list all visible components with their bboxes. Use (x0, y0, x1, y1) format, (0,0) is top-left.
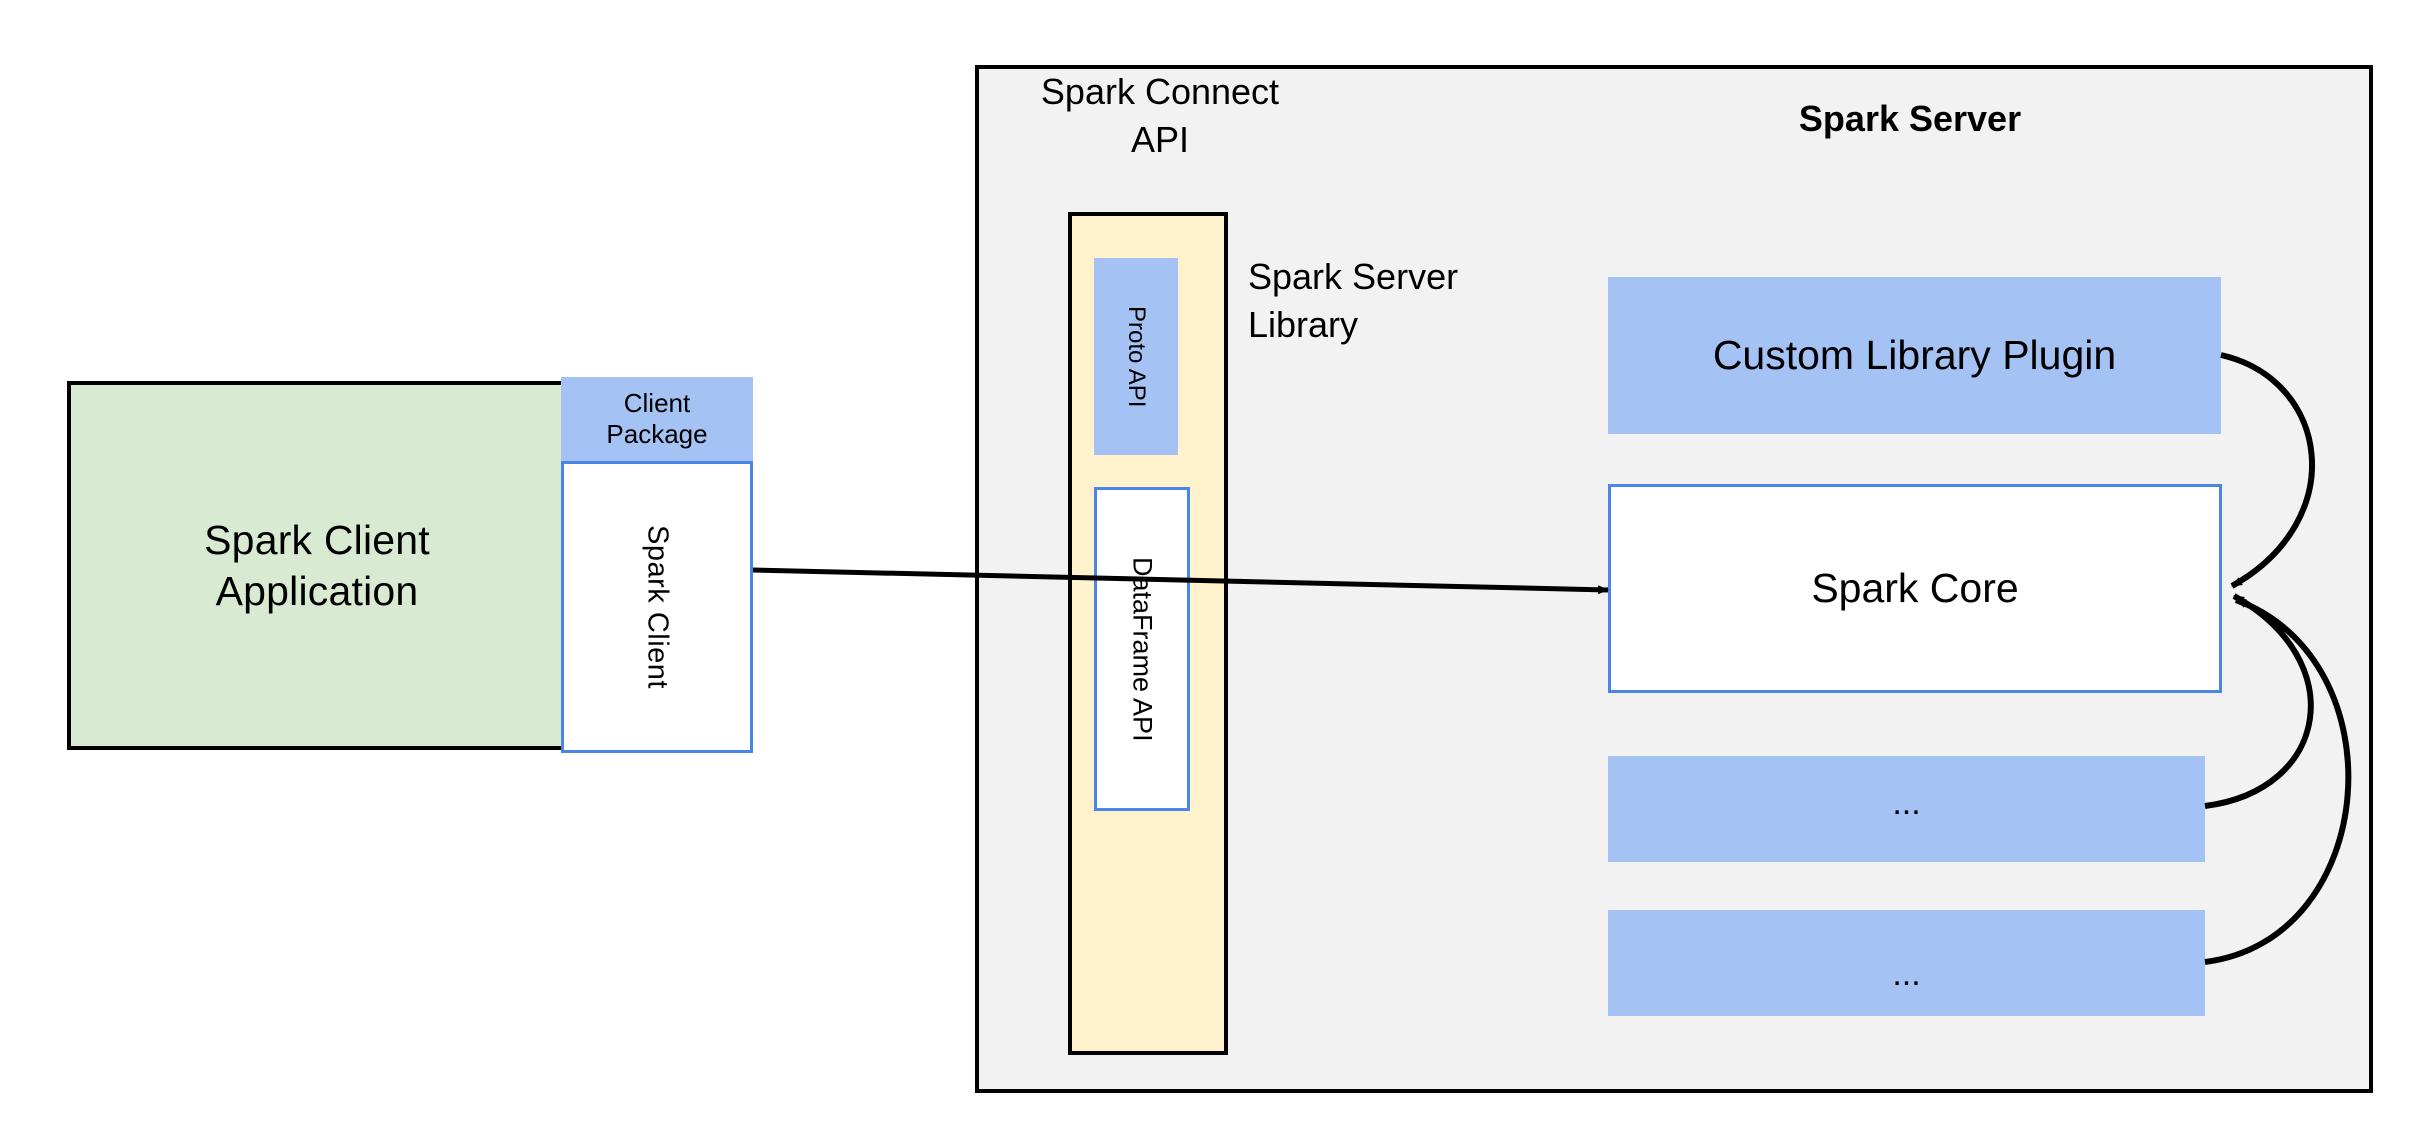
ellipsis-box-1[interactable]: ... (1608, 756, 2205, 862)
spark-client-application-label: Spark Client Application (204, 515, 430, 615)
spark-server-library-label: Spark Server Library (1248, 253, 1578, 349)
spark-core-label: Spark Core (1811, 565, 2019, 611)
dataframe-api-label: DataFrame API (1127, 556, 1158, 742)
client-package-label-line1: Client (623, 387, 691, 418)
custom-library-plugin-label: Custom Library Plugin (1712, 332, 2117, 378)
spark-client-application-box[interactable]: Spark Client Application (67, 381, 567, 750)
ellipsis-box-2-label: ... (1892, 955, 1921, 993)
proto-api-box[interactable]: Proto API (1094, 258, 1178, 455)
spark-server-library-label-line1: Spark Server (1248, 256, 1459, 297)
spark-client-application-label-line2: Application (215, 567, 419, 614)
ellipsis-box-1-label: ... (1892, 784, 1921, 822)
client-package-label: Client Package (606, 388, 707, 450)
dataframe-api-box[interactable]: DataFrame API (1094, 487, 1190, 811)
spark-connect-api-label-line2: API (1130, 118, 1190, 160)
spark-client-application-label-line1: Spark Client (204, 517, 430, 564)
spark-client-label: Spark Client (641, 525, 674, 689)
spark-server-library-label-line2: Library (1248, 303, 1359, 345)
ellipsis-box-2[interactable]: ... (1608, 910, 2205, 1016)
client-package-box[interactable]: Client Package (561, 377, 753, 461)
spark-core-box[interactable]: Spark Core (1608, 484, 2222, 693)
spark-connect-api-label: Spark Connect API (1017, 68, 1303, 164)
spark-client-box[interactable]: Spark Client (561, 461, 753, 753)
spark-connect-api-label-line1: Spark Connect (1040, 71, 1280, 112)
client-package-label-line2: Package (606, 419, 708, 449)
spark-server-title: Spark Server (1798, 98, 2022, 139)
proto-api-label: Proto API (1123, 305, 1150, 408)
custom-library-plugin-box[interactable]: Custom Library Plugin (1608, 277, 2221, 434)
